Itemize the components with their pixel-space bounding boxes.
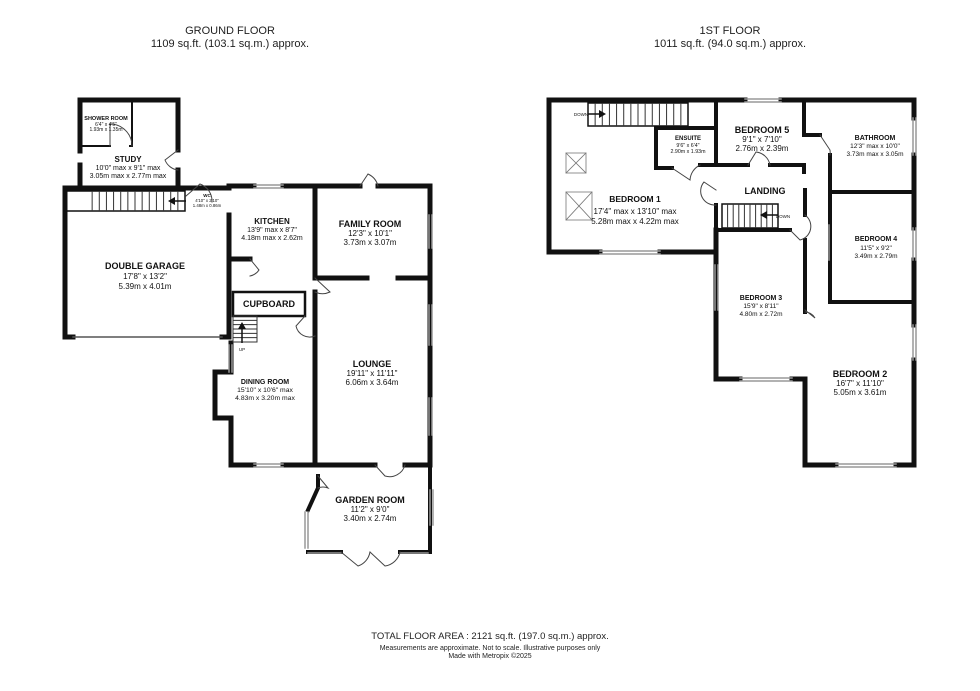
garage-imperial: 17'8" x 13'2" [123, 272, 167, 281]
first-windows [599, 98, 917, 468]
bedroom5-name: BEDROOM 5 [735, 125, 790, 135]
stairs-down-label-2: DOWN [776, 214, 790, 219]
garage-stair [64, 190, 186, 212]
skylights [565, 152, 593, 221]
cupboard-stair-treads [233, 319, 257, 339]
ensuite-name: ENSUITE [675, 136, 701, 142]
ground-floor-area: 1109 sq.ft. (103.1 sq.m.) approx. [150, 38, 310, 50]
first-floor-area: 1011 sq.ft. (94.0 sq.m.) approx. [653, 38, 807, 50]
stair-arrows [168, 197, 246, 343]
first-floor-header: 1ST FLOOR 1011 sq.ft. (94.0 sq.m.) appro… [615, 25, 845, 51]
bedroom1-metric: 5.28m max x 4.22m max [591, 217, 679, 226]
first-doors [671, 134, 831, 319]
garden-room-imperial: 11'2" x 9'0" [351, 505, 390, 514]
credit: Made with Metropix ©2025 [448, 653, 532, 660]
family-room-imperial: 12'3" x 10'1" [348, 229, 392, 238]
garage-stair-treads [91, 191, 179, 211]
ensuite-imperial: 9'6" x 6'4" [676, 143, 699, 149]
ground-floor-plan [62, 97, 434, 567]
first-floor-plan [546, 97, 917, 468]
first-stair-top-treads [594, 103, 682, 126]
bedroom3-metric: 4.80m x 2.72m [740, 311, 783, 318]
first-stair-landing-treads [727, 204, 773, 228]
garage-metric: 5.39m x 4.01m [119, 282, 172, 291]
stairs-up-label: UP [239, 347, 245, 352]
family-room-name: FAMILY ROOM [339, 219, 402, 229]
first-inner-walls [654, 98, 916, 314]
bedroom3-name: BEDROOM 3 [740, 295, 783, 302]
bedroom2-metric: 5.05m x 3.61m [834, 388, 887, 397]
ground-doors [109, 123, 406, 567]
wc-imperial: 4'10" x 2'10" [195, 198, 219, 203]
shower-room-metric: 1.93m x 1.35m [89, 127, 122, 133]
garden-room-name: GARDEN ROOM [335, 495, 405, 505]
first-stair-arrows [588, 110, 778, 219]
bedroom1-name: BEDROOM 1 [609, 194, 661, 204]
total-floor-area: TOTAL FLOOR AREA : 2121 sq.ft. (197.0 sq… [371, 631, 609, 642]
first-outer-walls [546, 97, 917, 468]
cupboard-walls [231, 290, 307, 318]
kitchen-imperial: 13'9" max x 8'7" [247, 227, 297, 234]
wc-name: WC [203, 193, 211, 198]
bedroom1-imperial: 17'4" max x 13'10" max [594, 207, 677, 216]
dining-room-metric: 4.83m x 3.20m max [235, 395, 295, 402]
bedroom4-name: BEDROOM 4 [855, 236, 898, 243]
bathroom-metric: 3.73m max x 3.05m [846, 151, 903, 158]
cupboard-name: CUPBOARD [243, 299, 296, 309]
shower-room-imperial: 6'4" x 4'5" [95, 122, 117, 128]
bedroom2-name: BEDROOM 2 [833, 369, 888, 379]
study-metric: 3.05m max x 2.77m max [90, 173, 167, 180]
garage-name: DOUBLE GARAGE [105, 261, 185, 271]
study-imperial: 10'0" max x 9'1" max [96, 165, 161, 172]
kitchen-family-walls [226, 183, 433, 281]
stairs-down-label-1: DOWN [574, 112, 588, 117]
first-floor-title: 1ST FLOOR [699, 25, 761, 37]
kitchen-name: KITCHEN [254, 217, 290, 226]
dining-room-imperial: 15'10" x 10'6" max [237, 387, 293, 394]
dining-room-name: DINING ROOM [241, 379, 289, 386]
landing-name: LANDING [745, 186, 786, 196]
bedroom5-imperial: 9'1" x 7'10" [742, 135, 782, 144]
lounge-imperial: 19'11" x 11'11" [347, 369, 398, 378]
ground-floor-title: GROUND FLOOR [185, 25, 275, 37]
bedroom4-metric: 3.49m x 2.79m [855, 253, 898, 260]
bedroom4-imperial: 11'5" x 9'2" [860, 245, 892, 252]
lounge-name: LOUNGE [353, 359, 392, 369]
lounge-metric: 6.06m x 3.64m [346, 378, 399, 387]
shower-room-name: SHOWER ROOM [84, 116, 128, 122]
kitchen-metric: 4.18m max x 2.62m [241, 235, 303, 242]
bedroom3-imperial: 15'9" x 8'11" [743, 303, 779, 310]
first-labels: DOWN ENSUITE 9'6" x 6'4" 2.90m x 1.93m B… [574, 112, 904, 397]
family-room-metric: 3.73m x 3.07m [344, 238, 397, 247]
ground-labels: SHOWER ROOM 6'4" x 4'5" 1.93m x 1.35m ST… [84, 116, 404, 523]
study-walls [77, 97, 181, 189]
disclaimer: Measurements are approximate. Not to sca… [379, 645, 601, 652]
bedroom2-imperial: 16'7" x 11'10" [836, 379, 884, 388]
bedroom5-metric: 2.76m x 2.39m [736, 144, 789, 153]
ensuite-metric: 2.90m x 1.93m [670, 149, 706, 155]
ground-windows [228, 184, 434, 554]
bathroom-name: BATHROOM [855, 135, 896, 142]
dining-walls [212, 333, 318, 468]
ground-floor-header: GROUND FLOOR 1109 sq.ft. (103.1 sq.m.) a… [130, 25, 330, 51]
study-name: STUDY [114, 155, 142, 164]
garden-room-metric: 3.40m x 2.74m [344, 514, 397, 523]
wc-metric: 1.48m x 0.86m [193, 203, 222, 208]
bathroom-imperial: 12'3" max x 10'0" [850, 143, 900, 150]
